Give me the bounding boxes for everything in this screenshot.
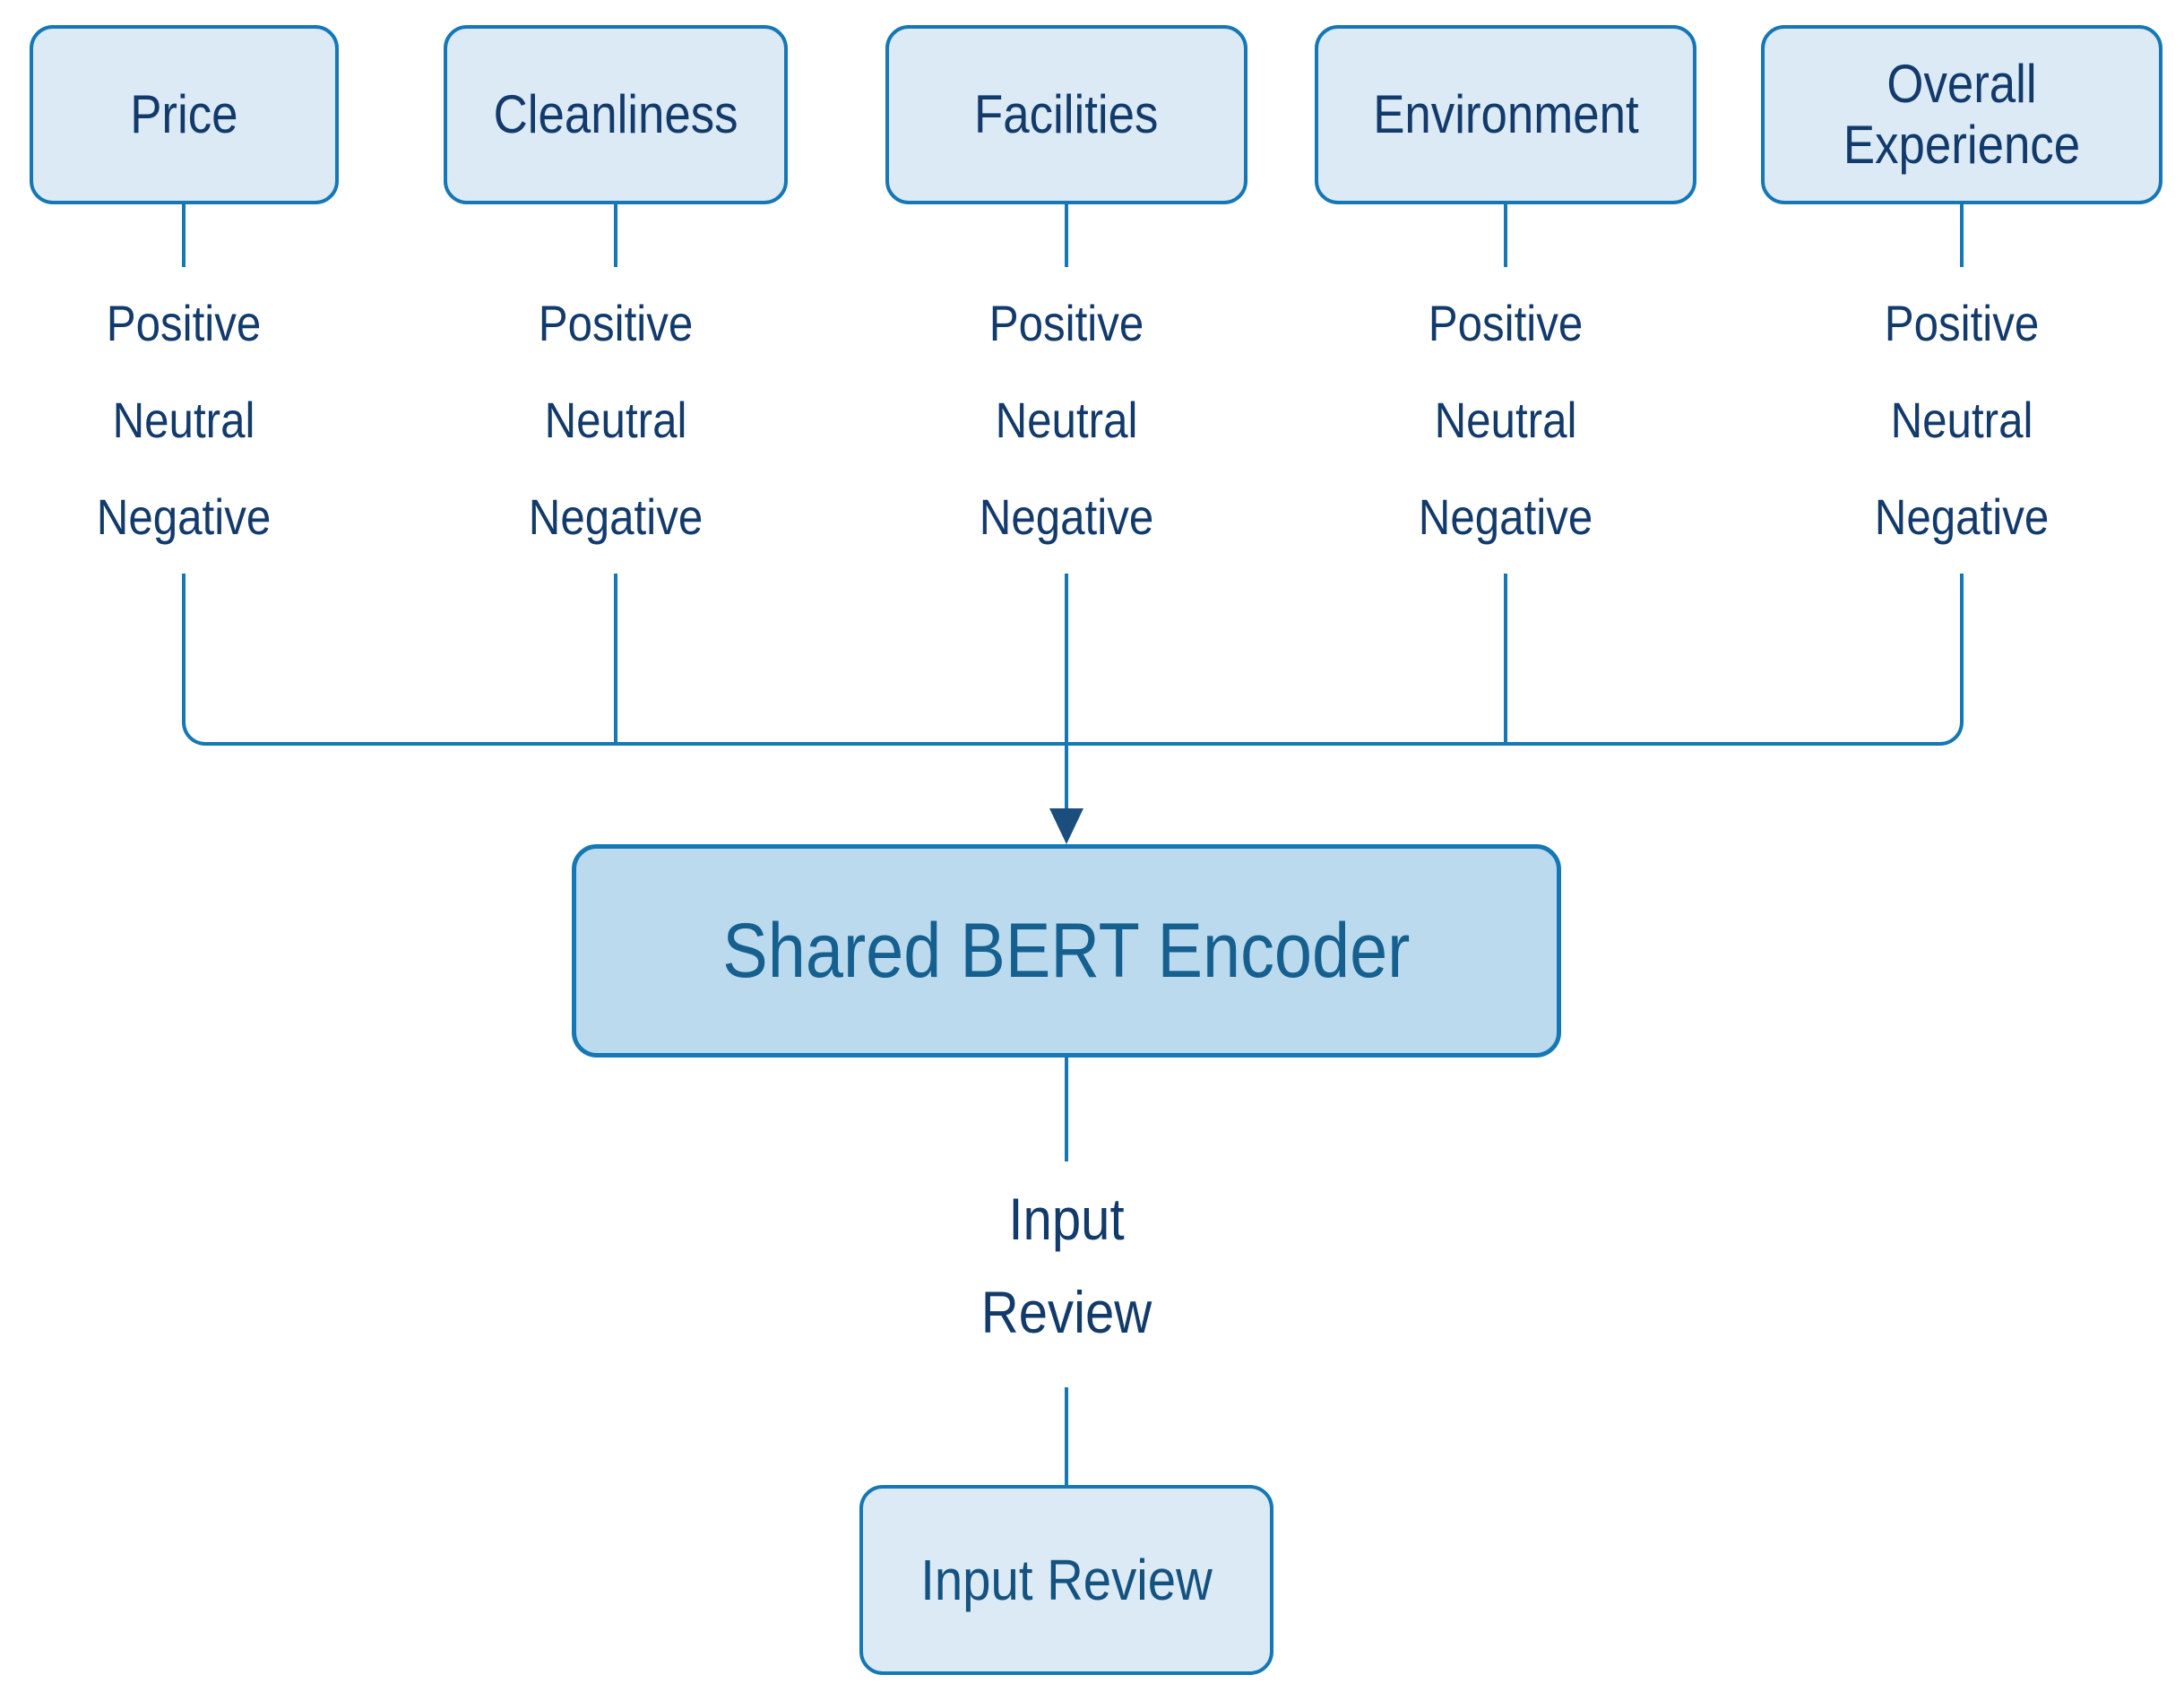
connector-to-encoder <box>1065 574 1068 812</box>
aspect-label-overall-experience: Overall Experience <box>1843 53 2081 175</box>
input-review-box: Input Review <box>859 1485 1273 1675</box>
sentiment-label: Positive <box>1884 295 2040 351</box>
connector-facilities-down <box>1065 204 1068 267</box>
connector-price-down <box>182 204 186 267</box>
sentiment-label: Positive <box>106 295 262 351</box>
aspect-label-cleanliness: Cleanliness <box>493 83 738 144</box>
sentiments-facilities: Positive Neutral Negative <box>914 275 1219 565</box>
sentiments-price: Positive Neutral Negative <box>31 275 336 565</box>
sentiment-label: Negative <box>1418 488 1593 545</box>
merge-bracket <box>182 574 1964 746</box>
input-review-label: Input Review <box>798 1172 1335 1359</box>
sentiment-label: Negative <box>96 488 272 545</box>
input-review-box-label: Input Review <box>920 1547 1213 1612</box>
arrowhead-icon <box>1049 808 1083 844</box>
sentiments-environment: Positive Neutral Negative <box>1353 275 1658 565</box>
connector-input-label-to-box <box>1065 1387 1068 1486</box>
sentiment-label: Neutral <box>1890 392 2033 448</box>
aspect-label-environment: Environment <box>1372 83 1639 144</box>
sentiment-label: Neutral <box>1434 392 1577 448</box>
connector-environment-down <box>1504 204 1507 267</box>
sentiment-label: Positive <box>538 295 694 351</box>
aspect-box-cleanliness: Cleanliness <box>444 25 788 204</box>
sentiment-label: Neutral <box>112 392 255 448</box>
connector-cleanliness-merge <box>614 574 617 746</box>
aspect-label-price: Price <box>130 83 238 144</box>
input-review-label-line2: Review <box>980 1279 1152 1345</box>
aspect-box-price: Price <box>30 25 339 204</box>
sentiment-label: Neutral <box>544 392 687 448</box>
sentiments-cleanliness: Positive Neutral Negative <box>463 275 768 565</box>
sentiment-label: Neutral <box>995 392 1138 448</box>
sentiments-overall: Positive Neutral Negative <box>1809 275 2114 565</box>
aspect-box-facilities: Facilities <box>885 25 1247 204</box>
encoder-label: Shared BERT Encoder <box>722 907 1411 994</box>
sentiment-label: Negative <box>1874 488 2050 545</box>
connector-environment-merge <box>1504 574 1507 746</box>
encoder-box: Shared BERT Encoder <box>572 844 1561 1058</box>
connector-encoder-to-input-label <box>1065 1058 1068 1161</box>
sentiment-label: Positive <box>1428 295 1584 351</box>
sentiment-label: Negative <box>979 488 1154 545</box>
sentiment-label: Positive <box>988 295 1144 351</box>
connector-cleanliness-down <box>614 204 617 267</box>
aspect-box-overall-experience: Overall Experience <box>1761 25 2162 204</box>
input-review-label-line1: Input <box>1008 1186 1125 1252</box>
connector-overall-down <box>1960 204 1964 267</box>
sentiment-label: Negative <box>528 488 704 545</box>
aspect-box-environment: Environment <box>1315 25 1696 204</box>
aspect-label-facilities: Facilities <box>974 83 1159 144</box>
